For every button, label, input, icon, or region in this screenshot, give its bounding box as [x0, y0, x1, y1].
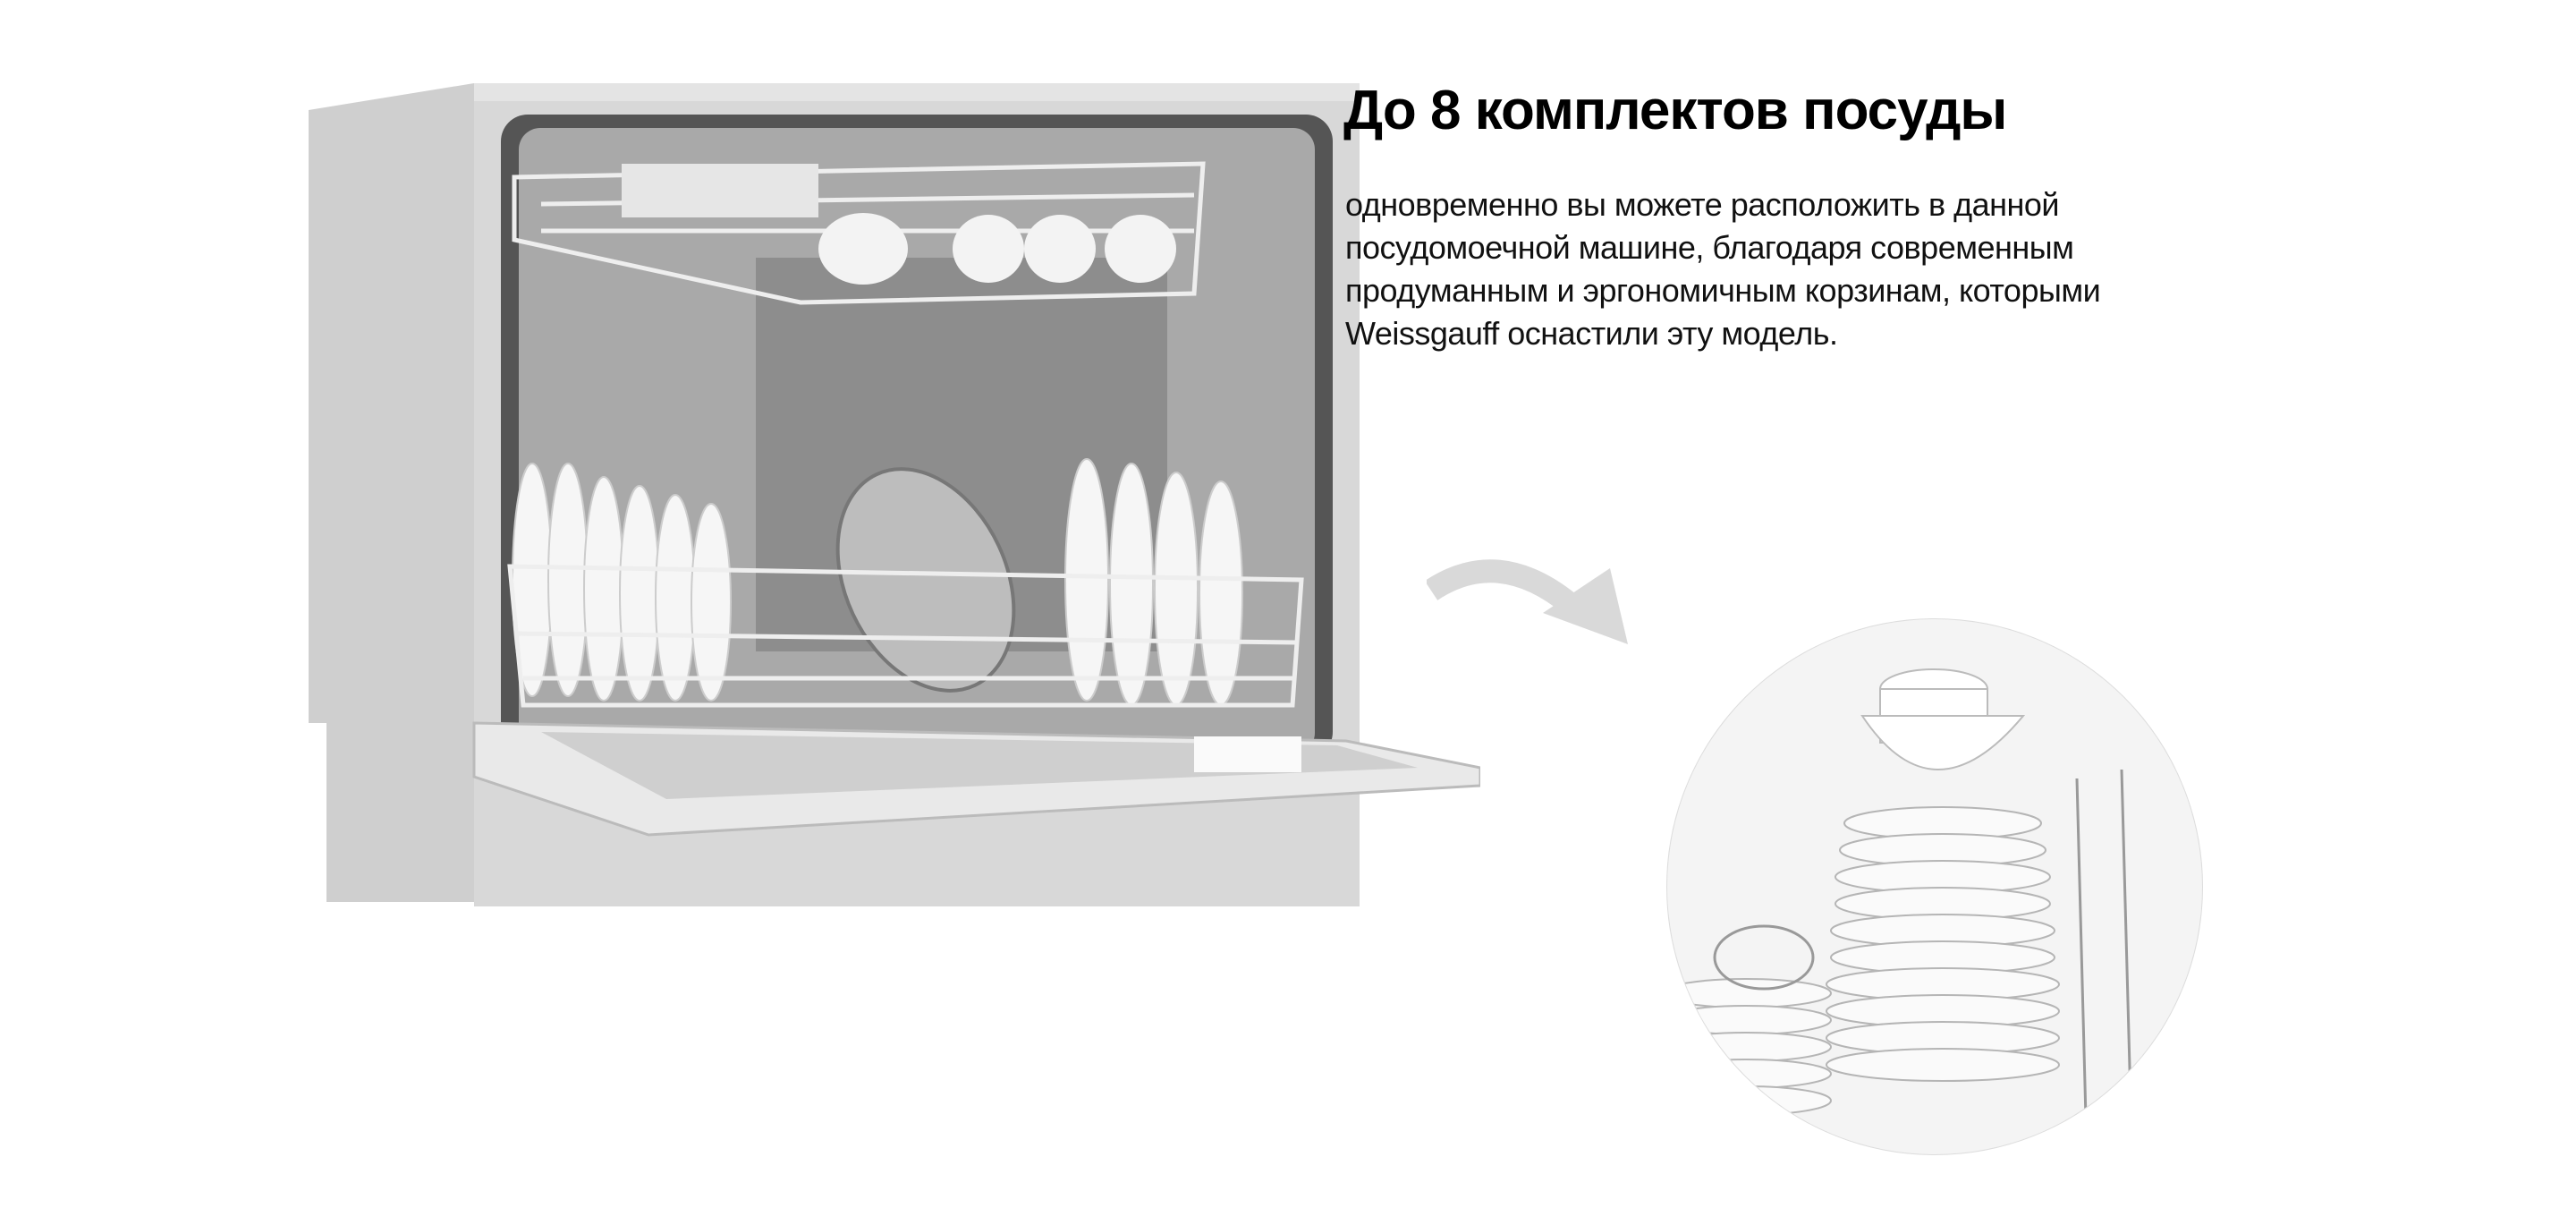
feature-description: одновременно вы можете расположить в дан…	[1345, 183, 2329, 355]
description-line: Weissgauff оснастили эту модель.	[1345, 315, 1838, 352]
description-line: одновременно вы можете расположить в дан…	[1345, 186, 2060, 223]
dishwasher-image	[309, 83, 1480, 906]
dishes-image	[1666, 618, 2203, 1155]
page-title: До 8 комплектов посуды	[1343, 80, 2007, 141]
curved-arrow-icon	[1427, 559, 1628, 644]
description-line: продуманным и эргономичным корзинам, кот…	[1345, 272, 2101, 309]
description-line: посудомоечной машине, благодаря современ…	[1345, 229, 2074, 266]
